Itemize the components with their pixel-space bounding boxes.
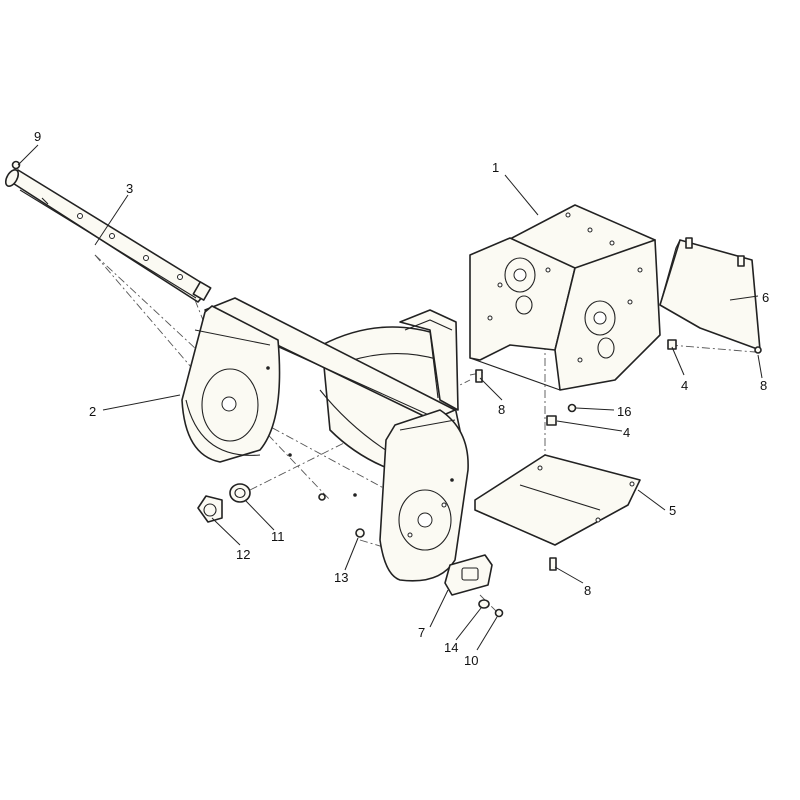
part-14-washer	[478, 599, 490, 609]
part-9-pin	[11, 160, 21, 170]
part-auger-bolt	[318, 493, 326, 501]
part-11-bearing	[229, 483, 251, 503]
part-16-bolt	[567, 403, 577, 413]
callout-8-a: 8	[498, 402, 505, 417]
callout-6: 6	[762, 290, 769, 305]
callout-13: 13	[334, 570, 348, 585]
callout-7: 7	[418, 625, 425, 640]
part-4-nut-lower	[546, 415, 557, 426]
callout-16: 16	[617, 404, 631, 419]
part-10-bolt	[494, 608, 504, 618]
callouts: 1 2 3 4 4 5 6 7 8 8 8 9 10 11 12 13 14 1…	[34, 129, 769, 668]
part-8-bolt-c	[549, 557, 557, 571]
callout-4-upper: 4	[681, 378, 688, 393]
callout-12: 12	[236, 547, 250, 562]
part-3-tube	[4, 169, 212, 303]
part-2-auger-housing	[181, 297, 469, 582]
callout-1: 1	[492, 160, 499, 175]
part-4-nut-upper	[667, 339, 677, 350]
callout-8-c: 8	[584, 583, 591, 598]
callout-2: 2	[89, 404, 96, 419]
part-7-skid	[444, 554, 493, 596]
callout-11: 11	[271, 529, 285, 544]
callout-9: 9	[34, 129, 41, 144]
part-13-bolt	[355, 528, 365, 538]
callout-14: 14	[444, 640, 458, 655]
part-5-base-plate	[474, 454, 641, 546]
callout-10: 10	[464, 653, 478, 668]
callout-3: 3	[126, 181, 133, 196]
leader-lines	[17, 144, 763, 651]
callout-8-b: 8	[760, 378, 767, 393]
part-6-cover	[659, 237, 761, 351]
callout-5: 5	[669, 503, 676, 518]
callout-4-lower: 4	[623, 425, 630, 440]
part-12-flange	[197, 495, 223, 523]
part-8-bolt-b	[754, 346, 762, 354]
part-1-frame	[469, 204, 661, 391]
part-8-bolt-a	[475, 369, 483, 383]
